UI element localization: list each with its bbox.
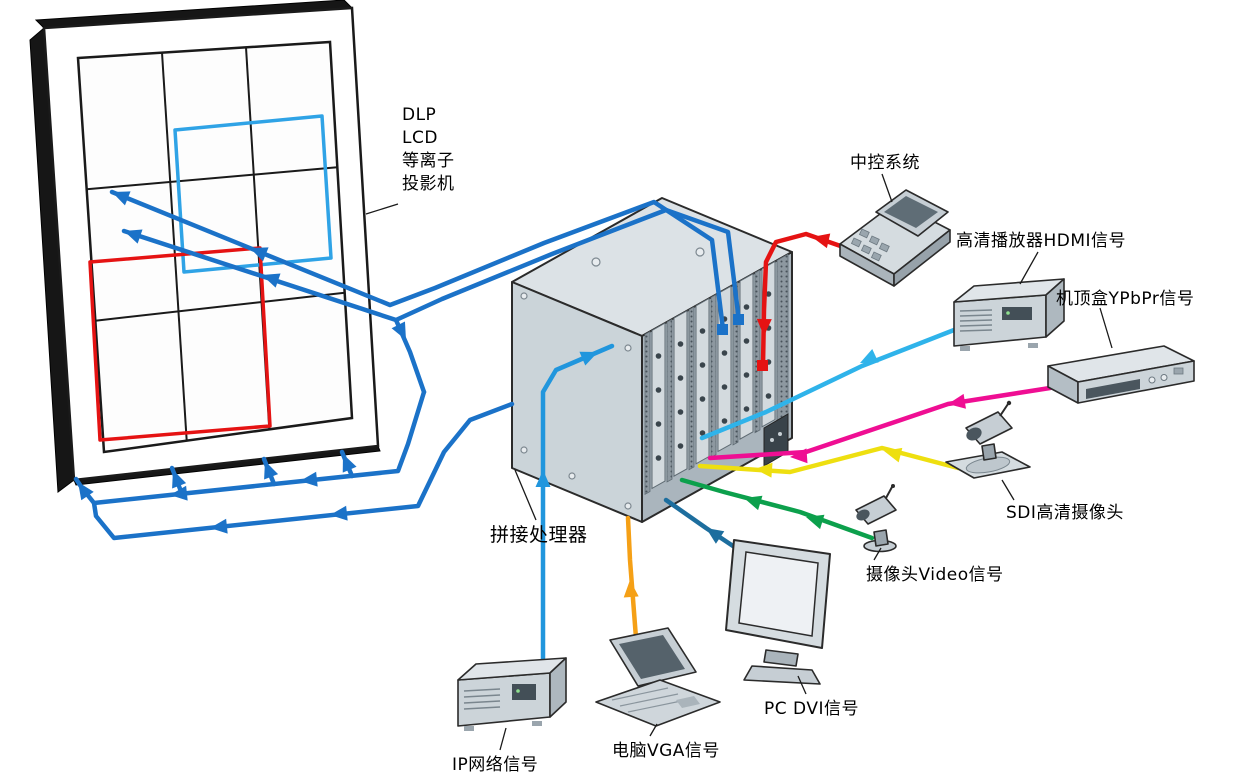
label-ip-network: IP网络信号	[452, 755, 539, 775]
hd-player-device	[953, 278, 1065, 351]
pc-monitor-device	[725, 539, 831, 685]
wall-overlay-blue-window	[173, 114, 333, 274]
processor-box	[511, 197, 793, 523]
processor-rivets	[520, 292, 632, 510]
label-display-wall: DLP LCD 等离子 投影机	[402, 104, 455, 196]
label-laptop: 电脑VGA信号	[612, 741, 720, 761]
output-connector	[717, 324, 728, 335]
ip-device	[457, 657, 567, 731]
label-pc: PC DVI信号	[764, 699, 859, 719]
video-wall	[29, 0, 381, 493]
output-connector	[733, 314, 744, 325]
label-video-camera: 摄像头Video信号	[866, 565, 1004, 585]
control-panel-device	[839, 189, 951, 287]
label-pointer-lines	[365, 173, 1113, 751]
laptop-keys	[611, 687, 687, 713]
wall-overlay-red-window	[88, 246, 272, 442]
hdmi-cable	[699, 327, 957, 441]
label-sdi-camera: SDI高清摄像头	[1006, 503, 1124, 523]
player-display	[1002, 307, 1032, 320]
sdi-camera-lens	[966, 427, 982, 441]
video-camera-lens	[856, 509, 870, 521]
wall-cable-network	[73, 189, 744, 541]
label-control-system: 中控系统	[850, 153, 920, 173]
player-vents	[959, 309, 993, 332]
source-cable-arrows	[535, 233, 966, 598]
label-processor: 拼接处理器	[490, 524, 588, 546]
video-cable	[679, 477, 875, 541]
processor-vent-bands	[644, 253, 789, 495]
laptop-touchpad	[676, 696, 700, 708]
label-hd-player: 高清播放器HDMI信号	[956, 231, 1127, 251]
sdi-cable	[697, 445, 961, 475]
label-display-line: LCD	[402, 128, 438, 148]
set-top-box-device	[1047, 345, 1195, 404]
label-display-line: DLP	[402, 105, 437, 125]
label-display-line: 投影机	[402, 174, 455, 194]
settop-display	[1086, 379, 1140, 399]
control-screen	[884, 196, 938, 228]
wall-cable-arrows	[78, 191, 406, 534]
sdi-camera-device	[945, 400, 1031, 479]
label-set-top-box: 机顶盒YPbPr信号	[1056, 289, 1195, 309]
ip-vents	[463, 688, 501, 710]
laptop-screen	[619, 635, 685, 679]
vga-cable	[625, 515, 639, 641]
control-connector	[757, 360, 768, 371]
ip-display	[512, 684, 536, 700]
video-camera-device	[855, 484, 897, 553]
ypbpr-cable	[707, 385, 1053, 461]
label-display-line: 等离子	[402, 151, 455, 171]
pc-screen	[738, 551, 819, 637]
control-buttons	[850, 228, 890, 262]
laptop-device	[595, 627, 721, 727]
